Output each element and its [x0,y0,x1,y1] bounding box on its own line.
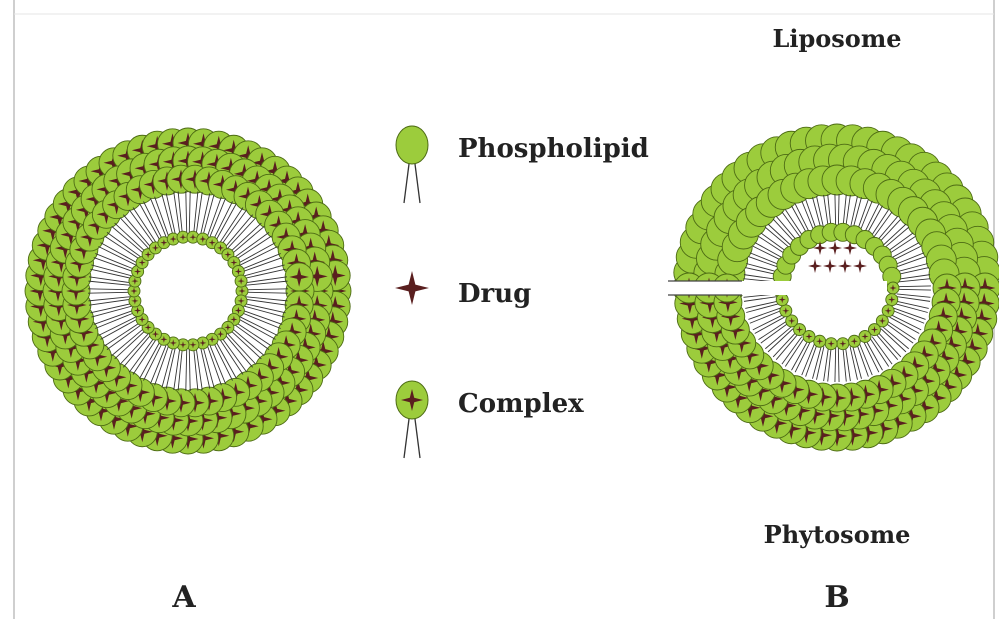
phospholipid-icon [396,126,428,203]
complex-icon [396,381,428,458]
lipid-tail [112,226,146,254]
lipid-tail [846,347,851,381]
lipid-tail [897,286,931,287]
lipid-tail [244,292,288,293]
lipid-tail [94,310,135,325]
tail [415,164,420,203]
drug-molecule [823,259,837,273]
lipid-tail [897,294,931,297]
phytosome-label: Phytosome [764,520,911,549]
legend: PhospholipidDrugComplex [395,126,649,458]
lipid-tail [828,348,831,382]
legend-label-drug: Drug [458,279,531,309]
lipid-tail [753,315,783,330]
panel-label-b: B [824,580,849,615]
phytosome-structure-a [25,128,351,454]
lipid-tail [897,279,931,282]
lipid-tail [94,258,135,273]
lipid-tail [123,334,151,368]
drug-molecule [853,259,867,273]
lipid-tail [207,344,222,385]
legend-label-phospholipid: Phospholipid [458,134,649,164]
lipid-tail [244,289,288,290]
lipid-tail [189,347,190,391]
lipid-tail [838,348,839,382]
membrane-gap [665,281,887,295]
lipid-tail [112,327,146,355]
tail [404,164,409,203]
lipid-tail [824,347,829,381]
lipid-tail [896,297,930,302]
lipid-tail [155,344,170,385]
legend-item-drug: Drug [395,271,531,309]
lipid-tail [891,315,921,330]
lipid-tail [897,289,931,290]
lipid-tail [231,327,265,355]
lipid-tail [744,275,778,280]
liposome-label: Liposome [773,24,902,53]
lipid-tail [224,334,252,368]
lipid-tail [795,204,810,234]
lipid-tail [241,310,282,325]
lipid-tail [123,215,151,249]
drug-icon [395,271,429,305]
outer-complex-ring-3 [62,165,314,417]
legend-label-complex: Complex [458,389,584,419]
panel-label-a: A [171,580,196,615]
lipid-tail [186,191,187,235]
lipid-tail [843,348,846,382]
lipid-tail [88,289,132,290]
lipid-tail [891,246,921,261]
tail [404,419,409,458]
lipid-tail [241,258,282,273]
tail [415,419,420,458]
lipid-tail [795,342,810,372]
legend-item-phospholipid: Phospholipid [396,126,649,203]
lipid-tail [753,246,783,261]
lipid-tail [838,194,839,228]
drug-molecule [828,241,842,255]
drug-molecule [838,259,852,273]
legend-item-complex: Complex [396,381,584,458]
lipid-tail [896,275,930,280]
lipid-tail [864,342,879,372]
lipid-tail [186,347,187,391]
lipid-tail [835,194,836,228]
lipid-tail [224,215,252,249]
lipid-tail [207,197,222,238]
lipid-tail [88,292,132,293]
drug-molecule [808,259,822,273]
head [396,126,428,164]
lipid-tail [155,197,170,238]
inner-complex-ring [128,231,248,351]
lipid-tail [864,204,879,234]
lipid-tail [231,226,265,254]
lipid-tail [835,348,836,382]
lipid-tail [744,297,778,302]
lipid-tail [189,191,190,235]
